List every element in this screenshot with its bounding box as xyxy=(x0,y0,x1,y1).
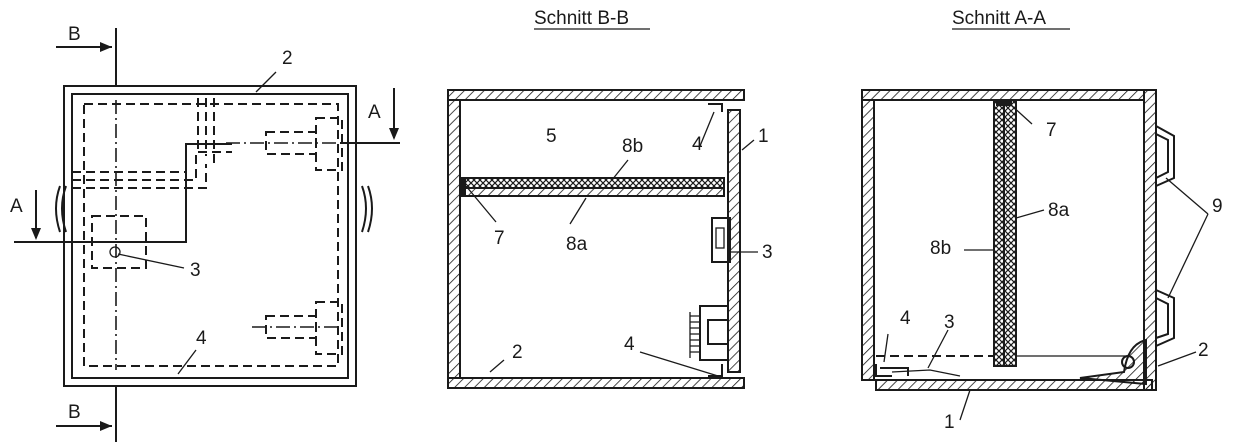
housing-inner-wall xyxy=(71,93,349,379)
rack-b xyxy=(689,312,700,358)
label-a-left: A xyxy=(10,196,23,217)
label-7: 7 xyxy=(494,228,505,249)
label-4-bottom: 4 xyxy=(624,334,635,355)
handle-left xyxy=(55,185,67,233)
housing-outer-wall xyxy=(63,85,357,387)
component-3-circle xyxy=(109,246,121,258)
wall-bottom-b xyxy=(447,377,745,389)
section-line-a xyxy=(14,142,400,243)
centre-line-horizontal xyxy=(226,142,360,328)
label-1-a: 1 xyxy=(944,412,955,433)
label-7-a: 7 xyxy=(1046,120,1057,141)
top-view: B B A A 2 3 4 xyxy=(10,24,400,442)
wall-right-a xyxy=(1143,89,1157,391)
partition-8a xyxy=(1003,99,1017,367)
hinge-assembly-b xyxy=(699,305,729,361)
wall-left-a xyxy=(861,99,875,381)
door-right-b xyxy=(727,109,741,373)
label-2: 2 xyxy=(282,48,293,69)
label-9: 9 xyxy=(1212,196,1223,217)
label-4-a: 4 xyxy=(900,308,911,329)
label-b-top: B xyxy=(68,24,81,45)
latch-4-top xyxy=(708,103,723,112)
wall-top-b xyxy=(447,89,745,101)
wall-top-a xyxy=(861,89,1145,101)
section-aa: Schnitt A-A 7 9 8a 8b 4 3 xyxy=(861,8,1223,433)
inner-dashed-contour xyxy=(83,103,339,367)
shelf-8a xyxy=(459,187,725,197)
section-bb: Schnitt B-B 5 8b 4 1 7 8a 3 xyxy=(447,8,773,389)
seal-7-b xyxy=(460,178,466,196)
label-3: 3 xyxy=(190,260,201,281)
label-4-top: 4 xyxy=(692,134,703,155)
hinge-a xyxy=(1079,338,1147,386)
component-3-b xyxy=(711,217,731,263)
label-8a-a: 8a xyxy=(1048,200,1070,221)
shelf-8b xyxy=(459,177,725,189)
label-8a: 8a xyxy=(566,234,588,255)
handle-right xyxy=(361,185,373,233)
label-a-right: A xyxy=(368,102,381,123)
label-3-a: 3 xyxy=(944,312,955,333)
handle-9-upper xyxy=(1155,125,1175,187)
title-section-a: Schnitt A-A xyxy=(952,8,1046,29)
label-8b-a: 8b xyxy=(930,238,951,259)
plate-3-a xyxy=(891,369,961,377)
label-1: 1 xyxy=(758,126,769,147)
label-8b: 8b xyxy=(622,136,643,157)
label-b-bottom: B xyxy=(68,402,81,423)
latch-4-bottom xyxy=(708,364,723,377)
label-2-a: 2 xyxy=(1198,340,1209,361)
wall-left-b xyxy=(447,99,461,379)
label-2-b: 2 xyxy=(512,342,523,363)
partition-8b xyxy=(993,99,1005,367)
label-3-b: 3 xyxy=(762,242,773,263)
seal-7-a xyxy=(996,100,1012,106)
handle-9-lower xyxy=(1155,289,1175,347)
title-section-b: Schnitt B-B xyxy=(534,8,629,29)
label-4: 4 xyxy=(196,328,207,349)
duct-vertical xyxy=(197,98,215,164)
latch-4-a xyxy=(875,364,909,377)
label-5: 5 xyxy=(546,126,557,147)
hinge-pin xyxy=(1121,355,1135,369)
duct-horizontal xyxy=(72,143,232,189)
